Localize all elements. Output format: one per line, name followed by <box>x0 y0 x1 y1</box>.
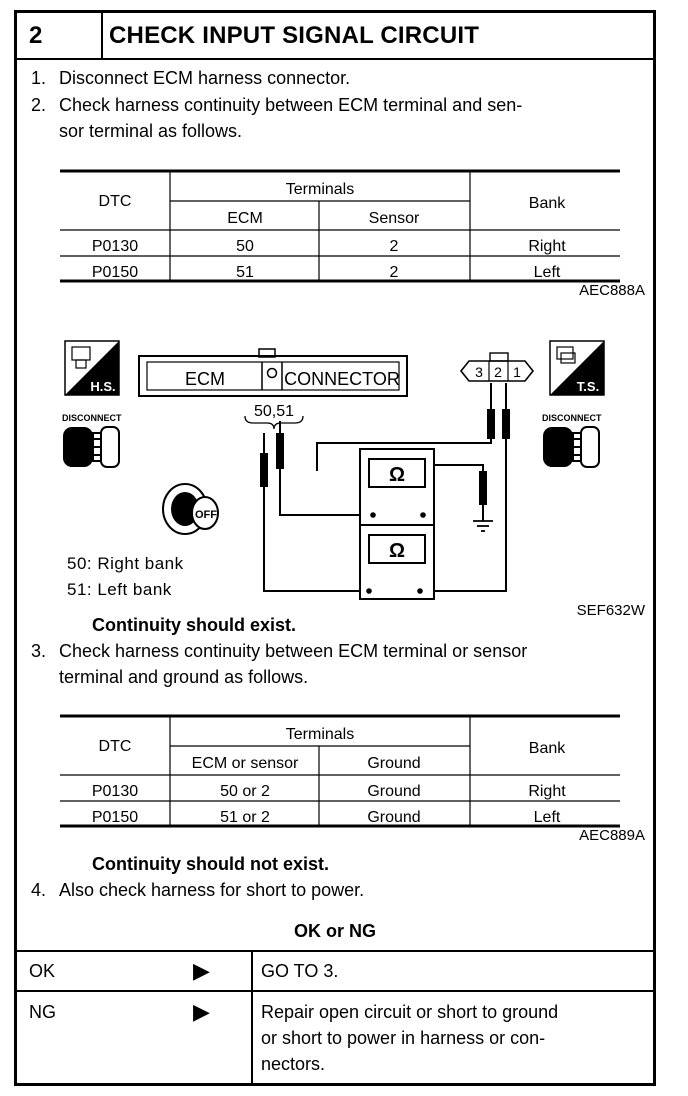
table1-row2-bank: Left <box>534 264 561 281</box>
off-label: OFF <box>195 509 217 521</box>
table2-row2-ecm-or-sensor: 51 or 2 <box>220 809 270 826</box>
table1-row2-ecm: 51 <box>236 264 254 281</box>
result-ng-arrow-icon: ▶ <box>193 999 210 1024</box>
connector-label: CONNECTOR <box>284 369 400 389</box>
table1-header-dtc: DTC <box>99 193 132 210</box>
ts-label: T.S. <box>577 379 599 394</box>
wiring-diagram: H.S. T.S. DISCONNECT DISCONNECT <box>62 340 646 618</box>
sensor-pin-2: 2 <box>494 364 502 380</box>
table2-header-bank: Bank <box>529 740 566 757</box>
hs-label: H.S. <box>90 379 115 394</box>
continuity-not-exist-note: Continuity should not exist. <box>92 854 329 874</box>
procedure-header: 2 CHECK INPUT SIGNAL CIRCUIT <box>17 13 653 60</box>
ohmmeter-lower: Ω <box>359 524 435 600</box>
table2-row2-ground: Ground <box>367 809 420 826</box>
ohm-symbol-upper: Ω <box>389 464 405 486</box>
step-4-number: 4. <box>31 880 47 900</box>
table2-row2-dtc: P0150 <box>92 809 138 826</box>
sensor-pin-1: 1 <box>513 364 521 380</box>
sensor-connector: 3 2 1 <box>459 352 535 382</box>
harness-side-icon: H.S. <box>64 340 120 396</box>
table1-header-sensor: Sensor <box>369 210 420 227</box>
procedure-title: CHECK INPUT SIGNAL CIRCUIT <box>109 22 480 49</box>
table2-header-dtc: DTC <box>99 738 132 755</box>
terminal-table-1: DTC Terminals ECM Sensor Bank P0130 50 2… <box>60 169 645 298</box>
disconnect-connector-icon-right <box>543 426 600 468</box>
result-ok-arrow-icon: ▶ <box>193 958 210 983</box>
disconnect-connector-icon-left <box>63 426 120 468</box>
continuity-exist-note: Continuity should exist. <box>92 615 297 635</box>
terminal-side-icon: T.S. <box>549 340 605 396</box>
step-4-text: Also check harness for short to power. <box>59 880 365 900</box>
result-ok-action: GO TO 3. <box>261 961 339 981</box>
table2-header-ground: Ground <box>367 755 420 772</box>
step-3-number: 3. <box>31 641 47 661</box>
result-divider-top <box>17 950 653 952</box>
table1-row1-ecm: 50 <box>236 238 254 255</box>
table2-header-terminals: Terminals <box>286 726 354 743</box>
result-divider-vertical <box>251 950 253 1086</box>
step-2-text-line2: sor terminal as follows. <box>59 121 243 141</box>
table1-header-ecm: ECM <box>227 210 263 227</box>
table1-header-bank: Bank <box>529 195 566 212</box>
ecm-connector: ECM CONNECTOR <box>138 348 408 397</box>
step-3-text-line2: terminal and ground as follows. <box>59 667 309 687</box>
table2-header-ecm-or-sensor: ECM or sensor <box>192 755 299 772</box>
table2-figure-code: AEC889A <box>579 827 645 843</box>
result-divider-middle <box>17 990 653 992</box>
disconnect-label-right: DISCONNECT <box>542 413 602 423</box>
result-ng-action-line3: nectors. <box>261 1054 326 1074</box>
table1-row1-dtc: P0130 <box>92 238 138 255</box>
result-ok-status: OK <box>29 961 56 981</box>
legend-right-bank: 50: Right bank <box>67 554 184 573</box>
table2-row1-dtc: P0130 <box>92 783 138 800</box>
test-probes <box>260 409 510 505</box>
ignition-off-icon: OFF <box>162 483 219 535</box>
terminal-numbers-label: 50,51 <box>254 403 294 420</box>
step-2-number: 2. <box>31 95 47 115</box>
step-1-number: 1. <box>31 68 47 88</box>
table2-row1-ecm-or-sensor: 50 or 2 <box>220 783 270 800</box>
ground-symbol <box>473 520 493 532</box>
table1-row2-sensor: 2 <box>390 264 399 281</box>
procedure-frame: 2 CHECK INPUT SIGNAL CIRCUIT 1. Disconne… <box>14 10 656 1086</box>
disconnect-label-left: DISCONNECT <box>62 413 122 423</box>
ecm-label: ECM <box>185 369 225 389</box>
table1-header-terminals: Terminals <box>286 181 354 198</box>
table1-row1-bank: Right <box>528 238 566 255</box>
step-2-text-line1: Check harness continuity between ECM ter… <box>59 95 523 115</box>
sensor-pin-3: 3 <box>475 364 483 380</box>
result-ng-status: NG <box>29 1002 56 1022</box>
table2-row1-bank: Right <box>528 783 566 800</box>
ok-ng-title: OK or NG <box>293 921 376 941</box>
table2-row2-bank: Left <box>534 809 561 826</box>
table1-row2-dtc: P0150 <box>92 264 138 281</box>
step-number: 2 <box>17 13 103 58</box>
result-ng-action-line2: or short to power in harness or con- <box>261 1028 546 1048</box>
result-ng-action-line1: Repair open circuit or short to ground <box>261 1002 559 1022</box>
step-3-text-line1: Check harness continuity between ECM ter… <box>59 641 528 661</box>
table1-figure-code: AEC888A <box>579 282 645 298</box>
ohm-symbol-lower: Ω <box>389 540 405 562</box>
step-1-text: Disconnect ECM harness connector. <box>59 68 351 88</box>
diagram-figure-code: SEF632W <box>577 602 646 618</box>
ohmmeter-upper: Ω <box>359 448 435 526</box>
table1-row1-sensor: 2 <box>390 238 399 255</box>
terminal-table-2: DTC Terminals ECM or sensor Ground Bank … <box>60 714 645 843</box>
legend-left-bank: 51: Left bank <box>67 580 172 599</box>
table2-row1-ground: Ground <box>367 783 420 800</box>
